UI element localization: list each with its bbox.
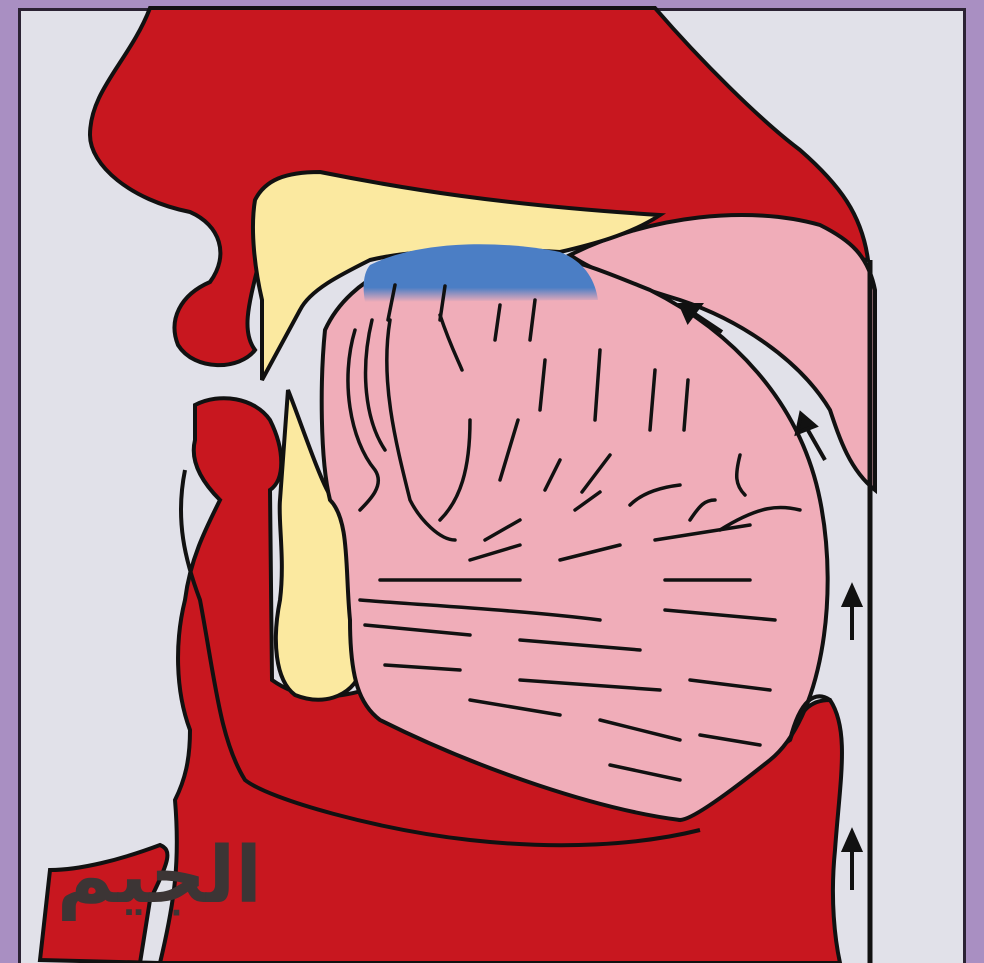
airflow-arrow: [844, 587, 860, 640]
letter-caption: الجيم: [62, 826, 262, 926]
airflow-arrow: [844, 832, 860, 890]
